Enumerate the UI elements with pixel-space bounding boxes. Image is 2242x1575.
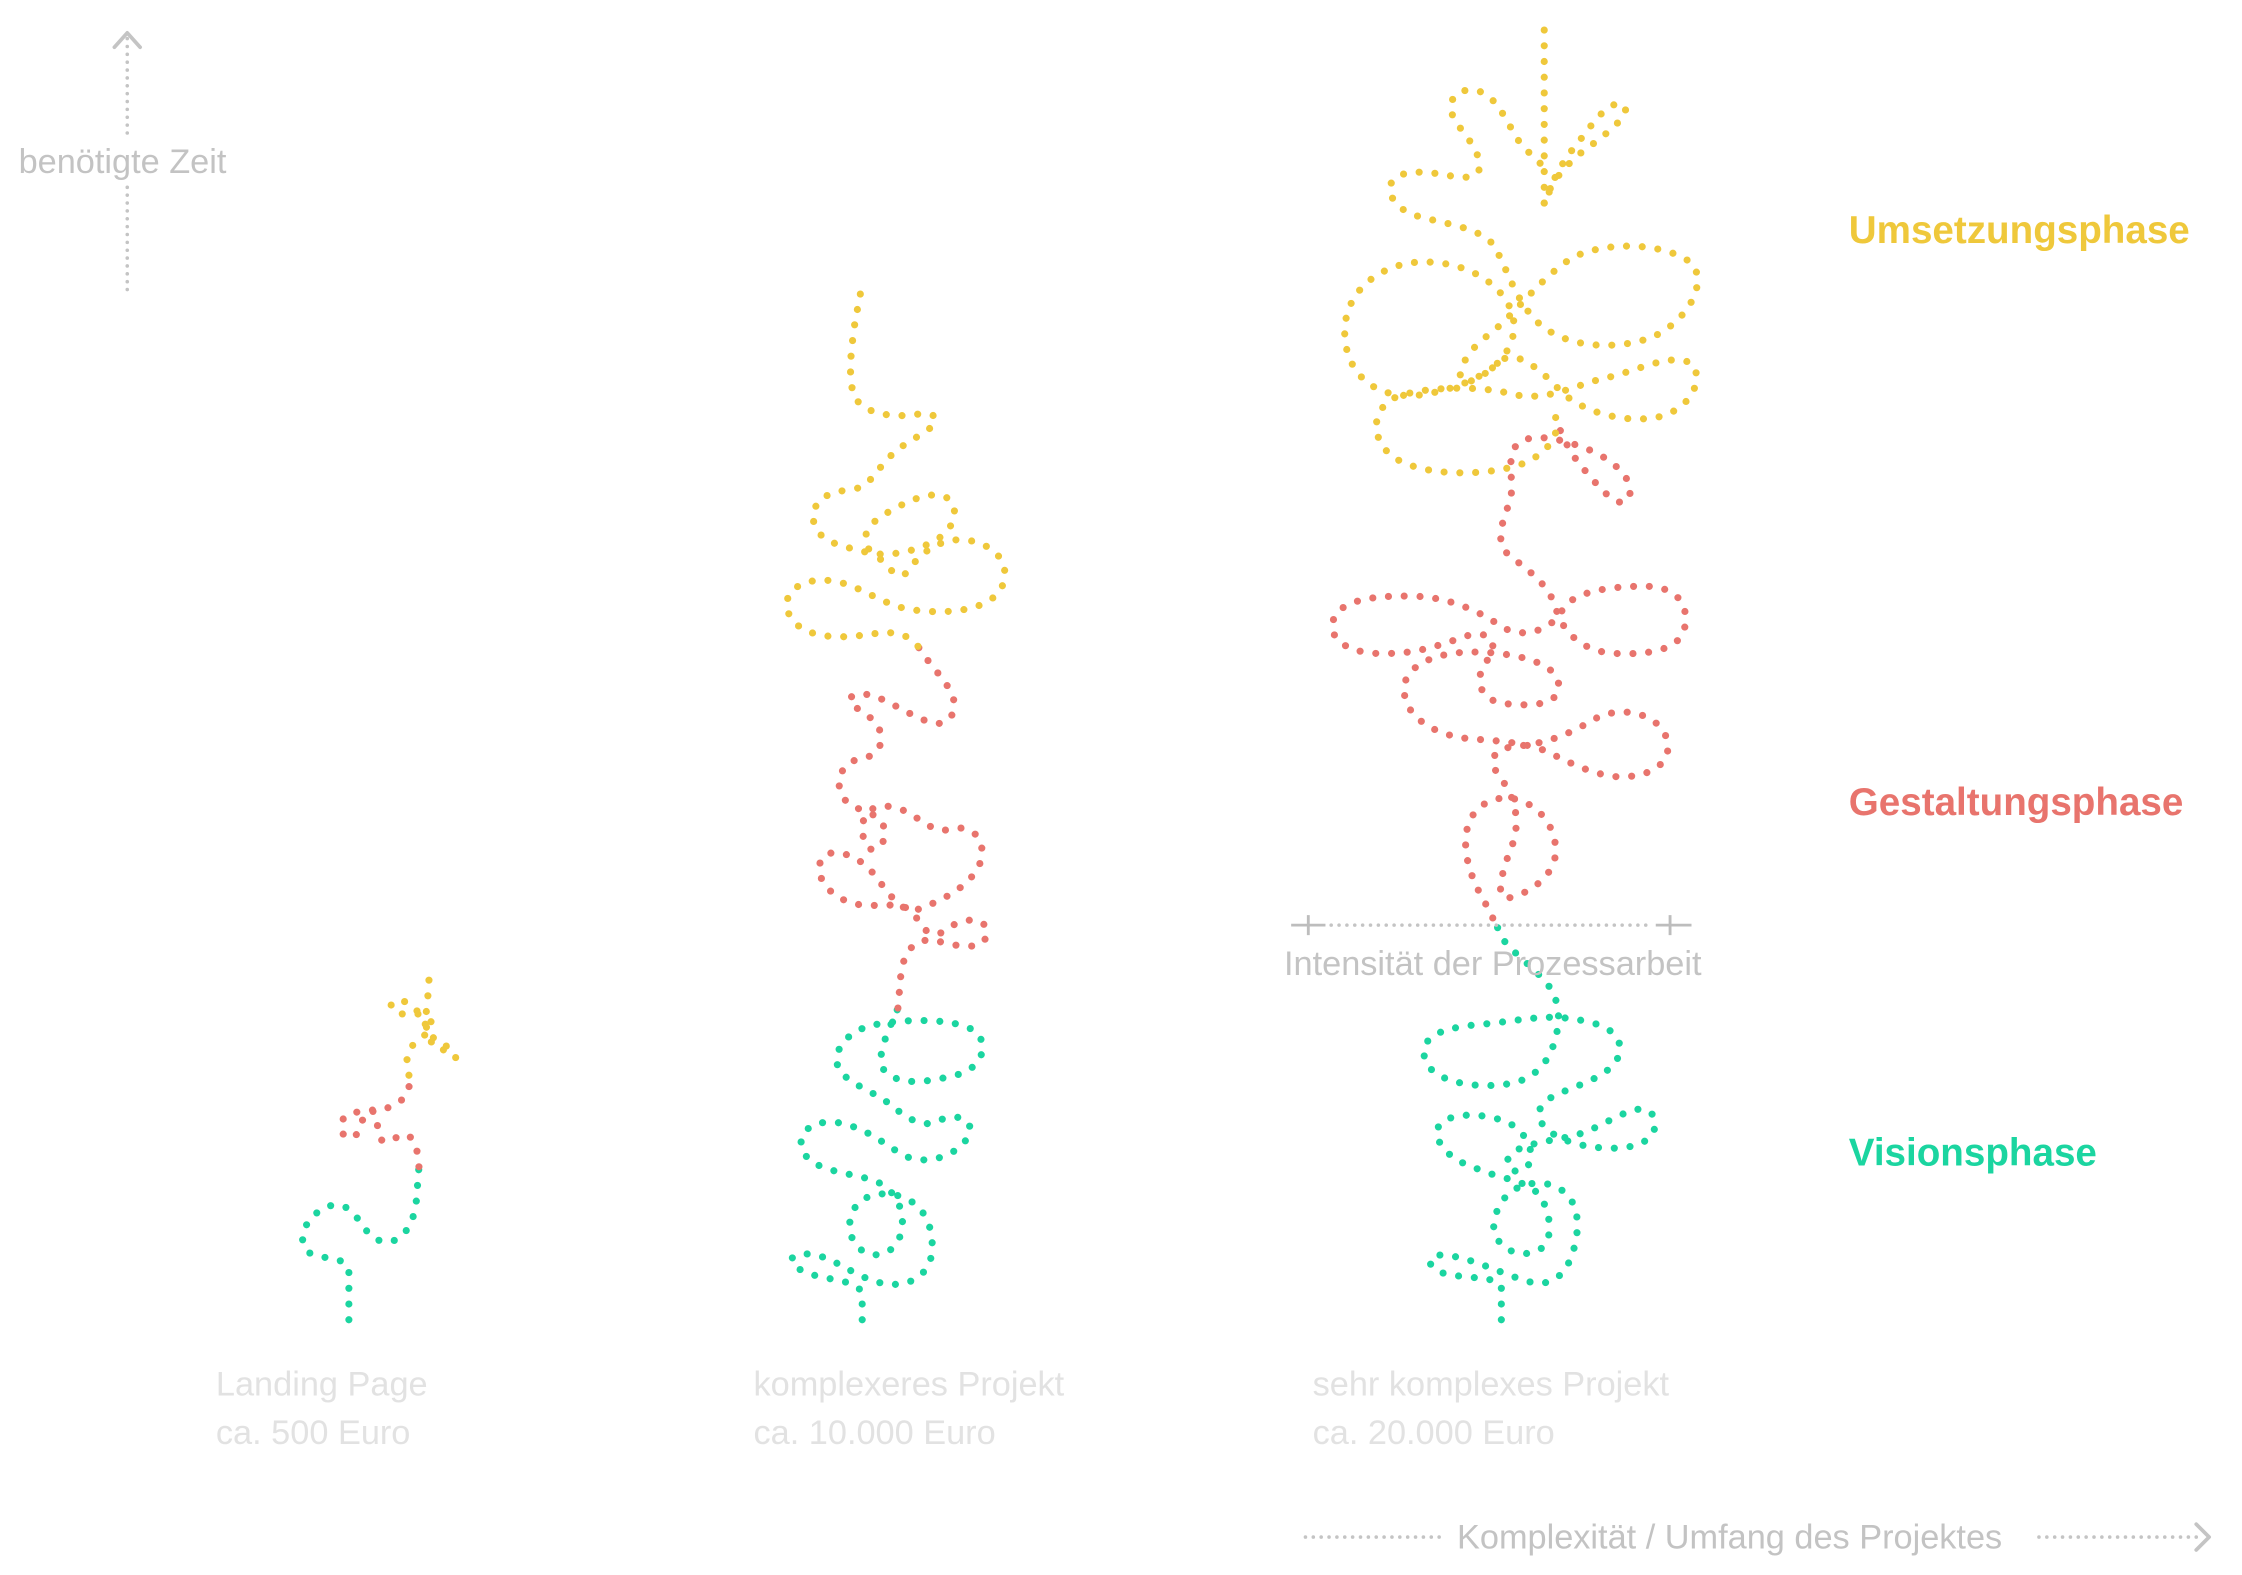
arrow-right-icon bbox=[2194, 1522, 2211, 1552]
arrow-up-icon bbox=[112, 31, 142, 50]
vision-path-komplexeres-projekt bbox=[788, 1004, 987, 1324]
project-landing-page-process bbox=[299, 965, 460, 1324]
y-axis-label: benötigte Zeit bbox=[19, 143, 227, 181]
project-sehr-komplexes-projekt-process bbox=[1329, 13, 1701, 1324]
project-price-sehr-komplexes-projekt: ca. 20.000 Euro bbox=[1313, 1414, 1555, 1452]
umsetzung-path-landing-page bbox=[387, 965, 460, 1079]
intensity-scale: Intensität der Prozessarbeit bbox=[1284, 915, 1702, 983]
phase-label-vision: Visionsphase bbox=[1849, 1131, 2097, 1174]
x-axis-label: Komplexität / Umfang des Projektes bbox=[1457, 1519, 2002, 1557]
vision-path-landing-page bbox=[299, 1163, 423, 1324]
phase-label-gestaltung: Gestaltungsphase bbox=[1849, 781, 2184, 824]
umsetzung-path-komplexeres-projekt bbox=[783, 288, 1009, 650]
gestaltung-path-landing-page bbox=[337, 1071, 423, 1171]
project-title-landing-page: Landing Page bbox=[216, 1366, 428, 1404]
project-labels: Landing Page ca. 500 Euro komplexeres Pr… bbox=[216, 1366, 1670, 1453]
project-price-komplexeres-projekt: ca. 10.000 Euro bbox=[754, 1414, 996, 1452]
project-price-landing-page: ca. 500 Euro bbox=[216, 1414, 410, 1452]
phase-legend: Umsetzungsphase Gestaltungsphase Visions… bbox=[1849, 209, 2190, 1174]
umsetzung-leaf-sehr-komplexes-projekt bbox=[1540, 100, 1629, 207]
project-komplexeres-projekt-process bbox=[783, 288, 1009, 1324]
umsetzung-path-sehr-komplexes-projekt bbox=[1341, 86, 1701, 477]
project-title-komplexeres-projekt: komplexeres Projekt bbox=[754, 1366, 1065, 1404]
phase-label-umsetzung: Umsetzungsphase bbox=[1849, 209, 2190, 252]
gestaltung-path-sehr-komplexes-projekt bbox=[1329, 413, 1690, 922]
gestaltung-path-komplexeres-projekt bbox=[815, 642, 991, 1012]
y-axis: benötigte Zeit bbox=[19, 31, 227, 300]
project-title-sehr-komplexes-projekt: sehr komplexes Projekt bbox=[1313, 1366, 1670, 1404]
intensity-scale-label: Intensität der Prozessarbeit bbox=[1284, 945, 1702, 983]
x-axis: Komplexität / Umfang des Projektes bbox=[1303, 1519, 2211, 1557]
vision-path-sehr-komplexes-projekt bbox=[1420, 914, 1659, 1324]
